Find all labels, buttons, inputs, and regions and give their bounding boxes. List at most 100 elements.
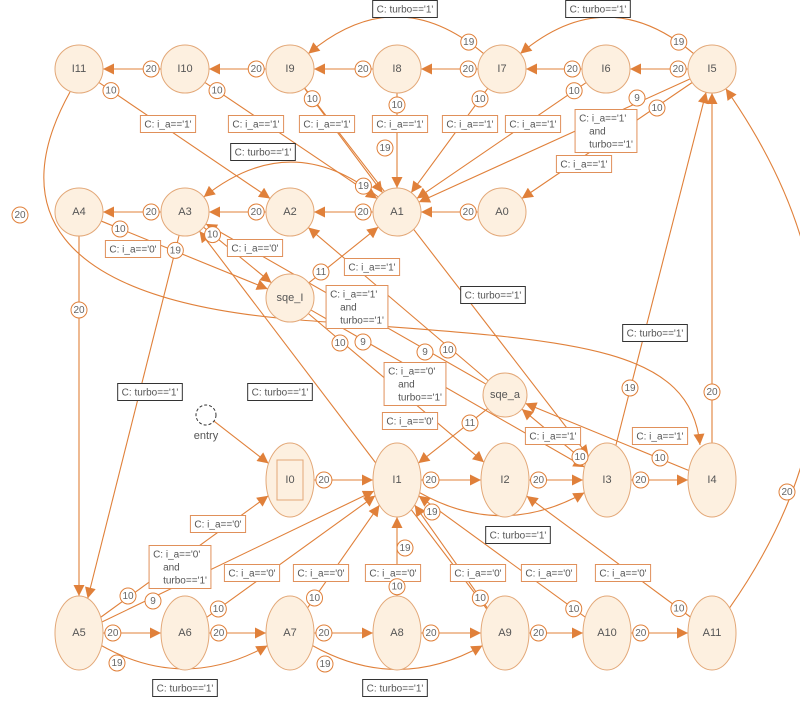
priority-badge: 20	[104, 624, 122, 642]
state-A6[interactable]: A6	[160, 595, 210, 671]
state-I1[interactable]: I1	[372, 442, 422, 518]
state-I0[interactable]: I0	[265, 442, 315, 518]
transition-I9-to-I3[interactable]	[304, 87, 590, 457]
state-I10[interactable]: I10	[160, 44, 210, 94]
state-shape[interactable]	[372, 442, 422, 518]
transition-A5-to-I1[interactable]	[101, 490, 375, 623]
priority-value: 20	[107, 628, 119, 639]
transition-A9-to-A3[interactable]	[199, 230, 488, 610]
state-A10[interactable]: A10	[582, 595, 632, 671]
state-shape[interactable]	[160, 595, 210, 671]
state-shape[interactable]	[160, 44, 210, 94]
state-shape[interactable]	[265, 44, 315, 94]
state-sqe_I[interactable]: sqe_I	[265, 273, 315, 323]
state-A0[interactable]: A0	[477, 187, 527, 237]
state-shape[interactable]	[582, 595, 632, 671]
transition-arrow[interactable]	[418, 78, 691, 203]
state-shape[interactable]	[372, 44, 422, 94]
state-A4[interactable]: A4	[54, 187, 104, 237]
state-shape[interactable]	[265, 595, 315, 671]
state-A7[interactable]: A7	[265, 595, 315, 671]
transition-arrow[interactable]	[101, 490, 375, 623]
state-shape[interactable]	[265, 273, 315, 323]
condition-text: C: i_a=='1'	[509, 120, 556, 131]
condition-label: C: i_a=='0'	[104, 240, 162, 258]
state-shape[interactable]	[54, 44, 104, 94]
state-shape[interactable]	[687, 442, 737, 518]
state-I9[interactable]: I9	[265, 44, 315, 94]
state-shape[interactable]	[372, 187, 422, 237]
state-A2[interactable]: A2	[265, 187, 315, 237]
transition-arrow[interactable]	[85, 235, 180, 599]
transition-entry-to-I0[interactable]	[213, 420, 269, 464]
state-I4[interactable]: I4	[687, 442, 737, 518]
state-shape[interactable]	[687, 44, 737, 94]
transition-A9-to-I1[interactable]	[414, 504, 488, 609]
transition-arrow[interactable]	[206, 495, 376, 618]
condition-label: C: turbo=='1'	[230, 143, 296, 161]
state-A9[interactable]: A9	[480, 595, 530, 671]
entry-point[interactable]: entry	[194, 404, 219, 442]
state-shape[interactable]	[480, 595, 530, 671]
state-A3[interactable]: A3	[160, 187, 210, 237]
transition-I6-to-A1[interactable]	[416, 82, 587, 199]
transition-A7-to-I1[interactable]	[307, 504, 380, 609]
transition-I5-to-A1[interactable]	[418, 78, 691, 203]
state-shape[interactable]	[477, 187, 527, 237]
priority-badge: 10	[388, 96, 406, 114]
transition-I11-to-A2[interactable]	[98, 82, 271, 199]
state-shape[interactable]	[160, 187, 210, 237]
state-I7[interactable]: I7	[477, 44, 527, 94]
transition-arrow[interactable]	[213, 420, 269, 464]
state-shape[interactable]	[54, 595, 104, 671]
transition-arrow[interactable]	[307, 227, 489, 382]
transition-arrow[interactable]	[101, 220, 268, 290]
state-shape[interactable]	[265, 442, 315, 518]
state-sqe_a[interactable]: sqe_a	[482, 372, 528, 418]
state-I2[interactable]: I2	[480, 442, 530, 518]
state-A11[interactable]: A11	[687, 595, 737, 671]
state-shape[interactable]	[477, 44, 527, 94]
transition-arrow[interactable]	[418, 495, 586, 618]
transition-A11-to-I5[interactable]	[725, 88, 800, 609]
priority-value: 10	[213, 604, 225, 615]
transition-arrow[interactable]	[199, 230, 488, 610]
state-I3[interactable]: I3	[582, 442, 632, 518]
transition-A3-to-A5[interactable]	[85, 235, 180, 599]
state-A8[interactable]: A8	[372, 595, 422, 671]
state-A5[interactable]: A5	[54, 595, 104, 671]
transition-sqe_a-to-A2[interactable]	[307, 227, 489, 382]
transition-I10-to-A1[interactable]	[204, 81, 378, 200]
state-I8[interactable]: I8	[372, 44, 422, 94]
state-shape[interactable]	[480, 442, 530, 518]
state-shape[interactable]	[482, 372, 528, 418]
transition-A6-to-I1[interactable]	[206, 495, 376, 618]
priority-badge: 10	[388, 578, 406, 596]
transition-arrow[interactable]	[307, 504, 380, 609]
condition-label: C: turbo=='1'	[362, 679, 428, 697]
transition-arrow[interactable]	[303, 87, 384, 194]
transition-arrow[interactable]	[526, 495, 691, 618]
transition-arrow[interactable]	[204, 81, 378, 200]
state-I5[interactable]: I5	[687, 44, 737, 94]
state-shape[interactable]	[265, 187, 315, 237]
state-shape[interactable]	[687, 595, 737, 671]
state-shape[interactable]	[372, 595, 422, 671]
state-A1[interactable]: A1	[372, 187, 422, 237]
transition-arrow[interactable]	[416, 82, 587, 199]
entry-icon[interactable]	[195, 404, 217, 426]
state-I6[interactable]: I6	[581, 44, 631, 94]
state-shape[interactable]	[581, 44, 631, 94]
transition-I9-to-A1[interactable]	[303, 87, 384, 194]
transition-arrow[interactable]	[725, 88, 800, 609]
transition-A10-to-I1[interactable]	[418, 495, 586, 618]
transition-arrow[interactable]	[304, 87, 590, 457]
state-shape[interactable]	[54, 187, 104, 237]
state-shape[interactable]	[582, 442, 632, 518]
priority-value: 11	[465, 418, 476, 429]
transition-A11-to-I2[interactable]	[526, 495, 691, 618]
transition-arrow[interactable]	[98, 82, 271, 199]
transition-A4-to-sqe_I[interactable]	[101, 220, 268, 290]
transition-arrow[interactable]	[414, 504, 488, 609]
state-I11[interactable]: I11	[54, 44, 104, 94]
